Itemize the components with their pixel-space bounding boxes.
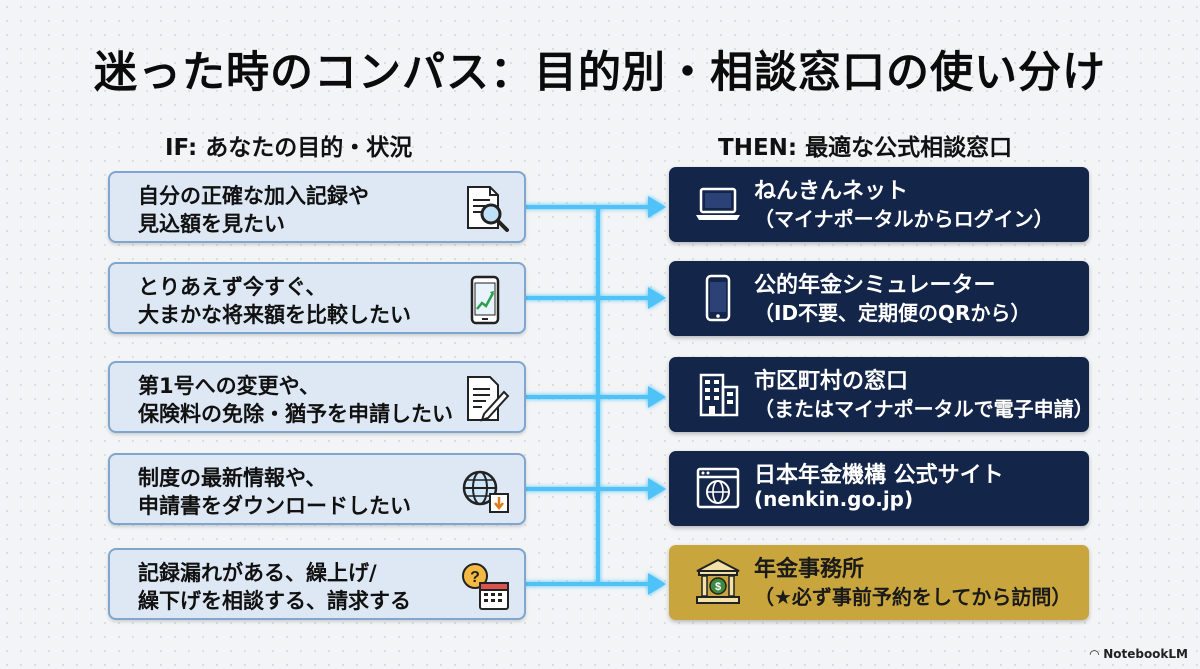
then-title: ねんきんネット — [754, 179, 909, 204]
if-text: 第1号への変更や、 保険料の免除・猶予を申請したい — [138, 374, 453, 426]
then-subtitle: （またはマイナポータルで電子申請） — [754, 397, 1094, 421]
notebooklm-logo-icon: ◠ — [1089, 647, 1104, 661]
globe-download-icon — [462, 470, 509, 513]
then-title: 日本年金機構 公式サイト — [754, 463, 1004, 488]
then-box-1: ねんきんネット （マイナポータルからログイン） — [669, 167, 1089, 242]
form-pen-icon — [467, 376, 510, 422]
document-magnifier-icon — [467, 186, 509, 232]
arrowhead-3 — [648, 386, 666, 408]
svg-text:$: $ — [715, 581, 721, 593]
if-box-3: 第1号への変更や、 保険料の免除・猶予を申請したい — [108, 361, 526, 433]
if-box-2: とりあえず今すぐ、 大まかな将来額を比較したい — [108, 262, 526, 334]
if-text: 自分の正確な加入記録や 見込額を見たい — [138, 184, 369, 236]
then-title: 年金事務所 — [754, 557, 865, 582]
if-text: 記録漏れがある、繰上げ/ 繰下げを相談する、請求する — [138, 561, 411, 613]
then-subtitle: （ID不要、定期便のQRから） — [754, 301, 1031, 325]
if-text: とりあえず今すぐ、 大まかな将来額を比較したい — [138, 275, 411, 327]
then-subtitle: （マイナポータルからログイン） — [754, 207, 1054, 231]
if-box-1: 自分の正確な加入記録や 見込額を見たい — [108, 171, 526, 243]
arrowhead-2 — [648, 287, 666, 309]
if-box-5: 記録漏れがある、繰上げ/ 繰下げを相談する、請求する ? — [108, 548, 526, 620]
then-box-4: 日本年金機構 公式サイト (nenkin.go.jp) — [669, 451, 1089, 526]
then-box-2: 公的年金シミュレーター （ID不要、定期便のQRから） — [669, 261, 1089, 336]
svg-text:?: ? — [470, 569, 480, 586]
then-box-3: 市区町村の窓口 （またはマイナポータルで電子申請） — [669, 357, 1094, 432]
if-box-4: 制度の最新情報や、 申請書をダウンロードしたい — [108, 453, 526, 525]
then-title: 市区町村の窓口 — [754, 369, 909, 394]
then-subtitle: （★必ず事前予約をしてから訪問） — [754, 585, 1072, 609]
phone-chart-icon — [470, 275, 500, 325]
brand-label: NotebookLM — [1103, 647, 1188, 661]
office-building-icon — [699, 373, 739, 417]
if-column-header: IF: あなたの目的・状況 — [165, 135, 413, 161]
smartphone-icon — [705, 274, 731, 322]
bank-building-icon: $ — [696, 558, 740, 604]
if-text: 制度の最新情報や、 申請書をダウンロードしたい — [138, 466, 411, 518]
laptop-icon — [696, 187, 740, 220]
arrowhead-1 — [648, 196, 666, 218]
then-title: 公的年金シミュレーター — [754, 273, 996, 298]
notebooklm-watermark: ◠ NotebookLM — [1090, 647, 1188, 661]
page-title: 迷った時のコンパス：目的別・相談窓口の使い分け — [94, 48, 1106, 98]
arrowhead-4 — [648, 478, 666, 500]
then-column-header: THEN: 最適な公式相談窓口 — [718, 135, 1013, 161]
question-calendar-icon: ? — [462, 563, 509, 610]
then-subtitle: (nenkin.go.jp) — [754, 487, 914, 511]
browser-globe-icon — [696, 467, 740, 509]
arrowhead-5 — [648, 573, 666, 595]
then-box-5: $ 年金事務所 （★必ず事前予約をしてから訪問） — [669, 545, 1089, 620]
